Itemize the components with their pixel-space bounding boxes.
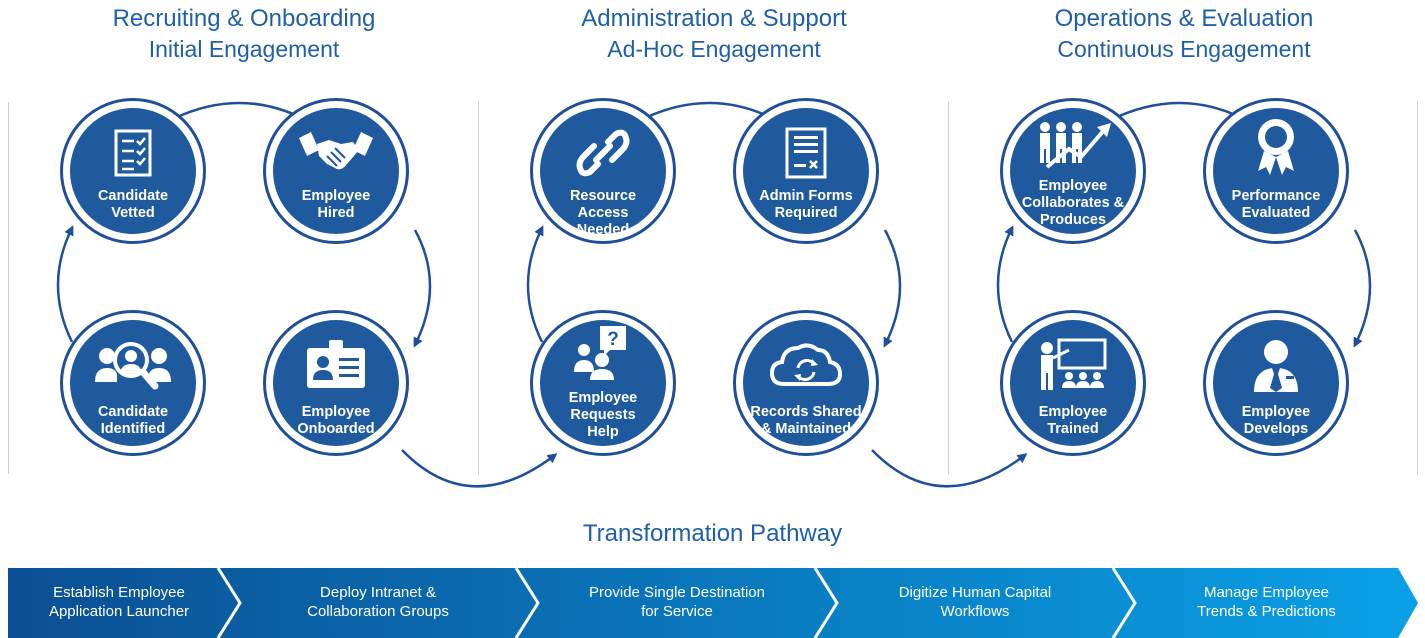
pathway-step-4: Digitize Human Capital Workflows <box>898 584 1052 620</box>
arrow-vetted-to-hired <box>174 101 305 120</box>
svg-text:?: ? <box>607 329 619 350</box>
node-label: Employee Develops <box>1241 404 1311 437</box>
pathway-step-1: Establish Employee Application Launcher <box>48 584 190 620</box>
link-chain-icon <box>540 126 666 180</box>
arrow-collaborates-to-evaluated <box>1114 101 1245 120</box>
phase-subtitle: Initial Engagement <box>148 36 340 62</box>
phase-title: Recruiting & Onboarding <box>112 5 376 32</box>
divider-line <box>948 102 949 474</box>
person-search-icon <box>70 338 196 392</box>
node-employee-develops: Employee Develops <box>1203 310 1349 456</box>
node-resource-access: Resource Access Needed <box>530 98 676 244</box>
chevron-separator <box>1111 568 1137 638</box>
node-employee-trained: Employee Trained <box>1000 310 1146 456</box>
divider-line <box>478 102 479 474</box>
arrow-resource-to-forms <box>644 101 775 120</box>
node-label: Records Shared & Maintained <box>750 404 862 437</box>
node-performance-evaluated: Performance Evaluated <box>1203 98 1349 244</box>
node-employee-requests-help: ? Employee Requests Help <box>530 310 676 456</box>
cloud-sync-icon <box>743 338 869 392</box>
pathway-bar <box>8 568 1418 638</box>
phase-subtitle: Ad-Hoc Engagement <box>607 36 821 62</box>
divider-line <box>8 102 9 474</box>
phase-title: Administration & Support <box>581 5 847 32</box>
pathway-chevrons <box>8 568 1418 638</box>
presentation-training-icon <box>1010 338 1136 392</box>
node-label: Employee Hired <box>301 188 371 221</box>
node-candidate-vetted: Candidate Vetted <box>60 98 206 244</box>
arrow-requests-to-resource <box>526 225 544 343</box>
arrow-hired-to-onboarded <box>413 229 432 348</box>
node-label: Candidate Identified <box>97 404 169 437</box>
chevron-separator <box>813 568 839 638</box>
pathway-title: Transformation Pathway <box>582 520 843 547</box>
arrow-forms-to-records <box>883 229 902 348</box>
question-people-icon: ? <box>540 326 666 380</box>
phase-heading-operations: Operations & Evaluation Continuous Engag… <box>974 4 1394 64</box>
team-growth-icon <box>1010 118 1136 172</box>
node-admin-forms: Admin Forms Required <box>733 98 879 244</box>
node-candidate-identified: Candidate Identified <box>60 310 206 456</box>
arrow-trained-to-collaborates <box>996 225 1014 343</box>
node-employee-hired: Employee Hired <box>263 98 409 244</box>
phase-subtitle: Continuous Engagement <box>1057 36 1311 62</box>
chevron-separator <box>216 568 242 638</box>
node-label: Employee Collaborates & Produces <box>1021 178 1125 228</box>
node-label: Admin Forms Required <box>759 188 853 221</box>
award-ribbon-icon <box>1213 119 1339 175</box>
node-records-shared: Records Shared & Maintained <box>733 310 879 456</box>
id-badge-icon <box>273 338 399 392</box>
node-label: Employee Requests Help <box>568 390 638 440</box>
node-label: Employee Onboarded <box>297 404 375 437</box>
pathway-step-3: Provide Single Destination for Service <box>589 584 765 620</box>
phase-heading-administration: Administration & Support Ad-Hoc Engageme… <box>504 4 924 64</box>
divider-line <box>1417 102 1418 474</box>
handshake-icon <box>273 126 399 180</box>
arrow-records-to-trained <box>871 449 1028 488</box>
pathway-step-2: Deploy Intranet & Collaboration Groups <box>307 584 449 620</box>
phase-heading-recruiting: Recruiting & Onboarding Initial Engageme… <box>34 4 454 64</box>
pathway-step-5: Manage Employee Trends & Predictions <box>1197 584 1336 620</box>
node-label: Candidate Vetted <box>97 188 169 221</box>
arrow-identified-to-vetted <box>56 225 74 343</box>
arrow-evaluated-to-develops <box>1353 229 1372 348</box>
cycle-arrows <box>56 101 1372 488</box>
phase-title: Operations & Evaluation <box>1054 5 1314 32</box>
arrow-onboarded-to-requests <box>401 449 558 488</box>
businessperson-icon <box>1213 338 1339 392</box>
node-label: Performance Evaluated <box>1231 188 1321 221</box>
document-form-icon <box>743 126 869 180</box>
node-label: Employee Trained <box>1038 404 1108 437</box>
checklist-icon <box>70 126 196 180</box>
chevron-separator <box>514 568 540 638</box>
node-employee-onboarded: Employee Onboarded <box>263 310 409 456</box>
node-label: Resource Access Needed <box>569 188 637 238</box>
node-employee-collaborates: Employee Collaborates & Produces <box>1000 98 1146 244</box>
